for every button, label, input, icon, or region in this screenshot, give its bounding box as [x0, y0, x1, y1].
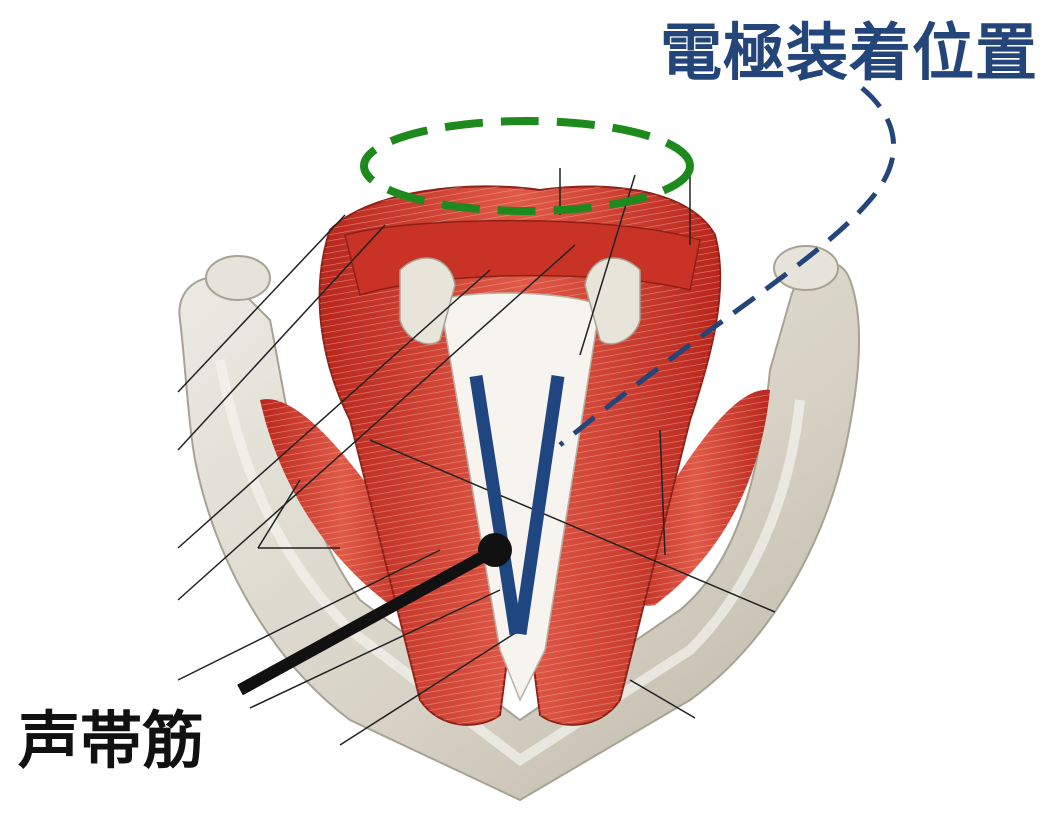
vocalis-muscle-label: 声帯筋	[18, 690, 204, 780]
electrode-position-label: 電極装着位置	[660, 2, 1038, 92]
black-dot-icon	[478, 533, 512, 567]
